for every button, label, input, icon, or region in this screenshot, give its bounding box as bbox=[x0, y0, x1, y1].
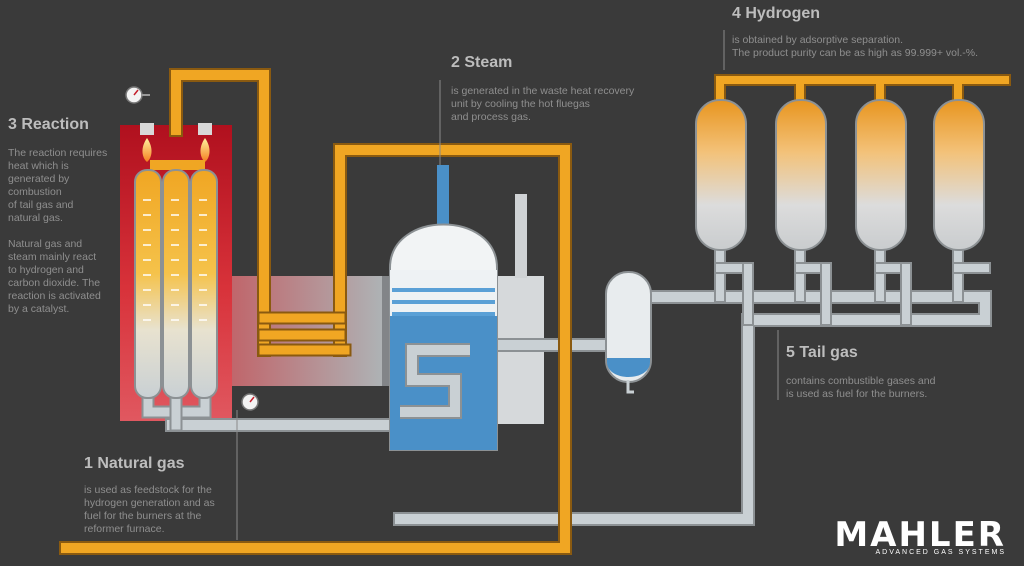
burner-left bbox=[140, 123, 154, 162]
reaction-title: 3 Reaction bbox=[8, 116, 89, 133]
natural-gas-title: 1 Natural gas bbox=[84, 455, 185, 472]
hydrogen-title: 4 Hydrogen bbox=[732, 5, 821, 22]
natural-gas-description: is used as feedstock for the hydrogen ge… bbox=[84, 484, 215, 535]
burner-right bbox=[198, 123, 212, 162]
pressure-gauge-icon bbox=[241, 393, 259, 411]
hydrogen-description: is obtained by adsorptive separation. Th… bbox=[732, 34, 979, 59]
separator-vessel bbox=[605, 271, 652, 394]
reformer-tubes bbox=[134, 160, 218, 399]
mahler-logo: MAHLER ADVANCED GAS SYSTEMS bbox=[834, 518, 1006, 556]
logo-tagline: ADVANCED GAS SYSTEMS bbox=[875, 549, 1006, 556]
steam-description: is generated in the waste heat recovery … bbox=[451, 85, 635, 123]
tail-gas-description: contains combustible gases and is used a… bbox=[786, 375, 936, 400]
boiler-coil bbox=[400, 343, 470, 419]
orange-pipes bbox=[59, 68, 1011, 555]
chimney bbox=[515, 194, 527, 278]
tail-gas-title: 5 Tail gas bbox=[786, 344, 858, 361]
logo-brand: MAHLER bbox=[834, 515, 1006, 555]
reaction-description: The reaction requires heat which is gene… bbox=[8, 147, 108, 315]
steam-drum bbox=[389, 165, 498, 451]
pressure-gauge-icon bbox=[125, 86, 150, 104]
leader-lines bbox=[236, 30, 779, 540]
adsorber-vessels bbox=[695, 99, 985, 251]
catalyst-marks bbox=[143, 199, 207, 321]
steam-title: 2 Steam bbox=[451, 54, 513, 71]
